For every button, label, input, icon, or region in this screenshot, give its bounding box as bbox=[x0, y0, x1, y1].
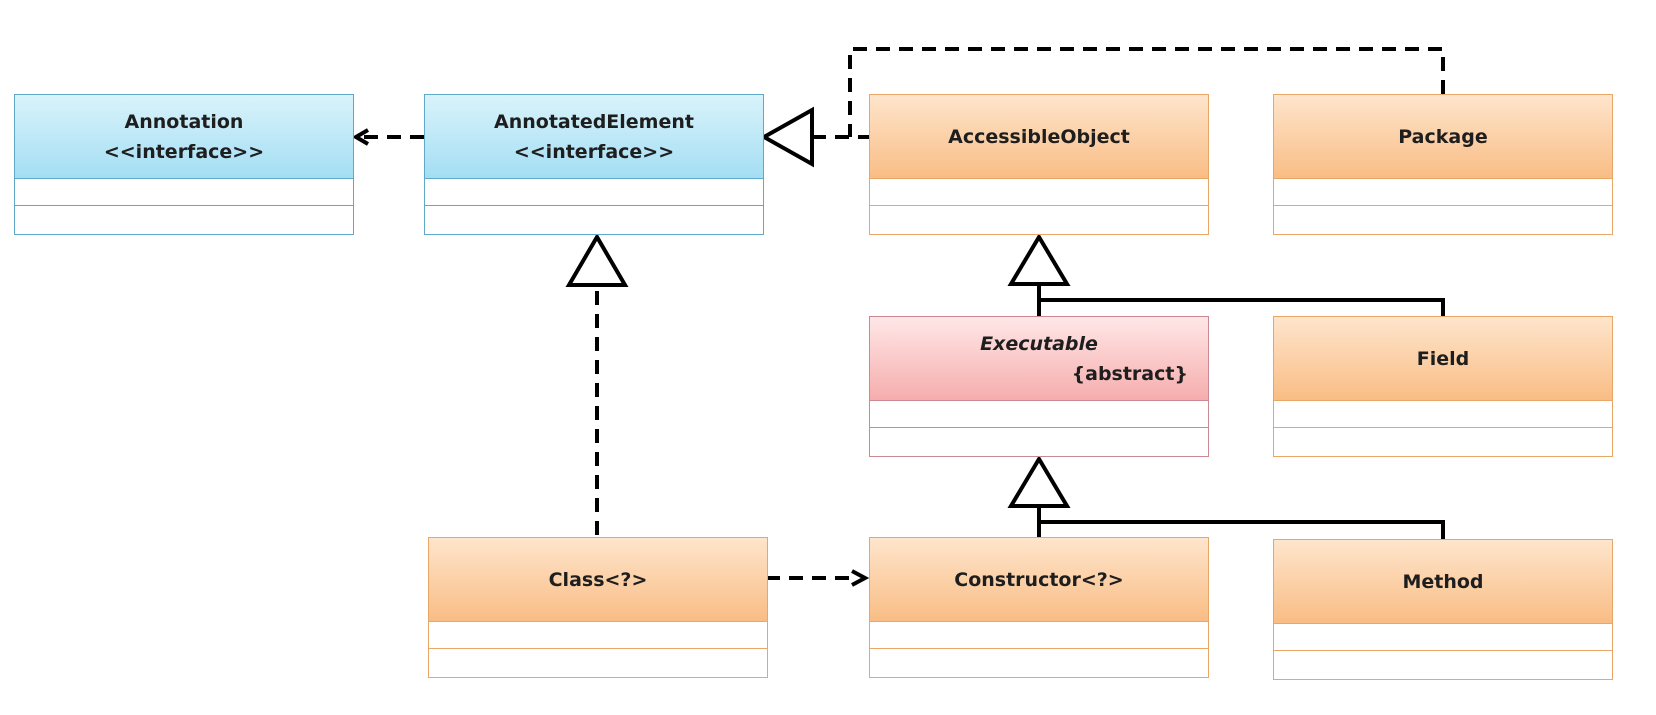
generalization-method-executable bbox=[1039, 520, 1445, 539]
class-accessibleobject-name: AccessibleObject bbox=[948, 125, 1130, 148]
class-executable-name: Executable bbox=[980, 332, 1098, 355]
class-annotatedelement: AnnotatedElement <<interface>> bbox=[424, 94, 764, 235]
class-method-header: Method bbox=[1274, 540, 1612, 624]
class-constructor-operations bbox=[870, 649, 1208, 676]
class-field-attributes bbox=[1274, 401, 1612, 428]
class-executable-attributes bbox=[870, 401, 1208, 428]
class-annotation-header: Annotation <<interface>> bbox=[15, 95, 353, 179]
class-class-header: Class<?> bbox=[429, 538, 767, 622]
class-executable: Executable {abstract} bbox=[869, 316, 1209, 457]
generalization-field-accessibleobject bbox=[1039, 298, 1445, 316]
class-annotation-attributes bbox=[15, 179, 353, 206]
class-annotatedelement-header: AnnotatedElement <<interface>> bbox=[425, 95, 763, 179]
class-annotation-name: Annotation bbox=[124, 110, 244, 133]
class-annotation: Annotation <<interface>> bbox=[14, 94, 354, 235]
class-field-operations bbox=[1274, 428, 1612, 455]
class-executable-header: Executable {abstract} bbox=[870, 317, 1208, 401]
class-class-name: Class<?> bbox=[548, 568, 648, 591]
class-annotatedelement-stereotype: <<interface>> bbox=[513, 140, 675, 163]
class-class-attributes bbox=[429, 622, 767, 649]
class-executable-operations bbox=[870, 428, 1208, 455]
generalization-triangle-executable bbox=[1007, 455, 1071, 508]
realization-triangle-class bbox=[565, 233, 629, 287]
class-package-name: Package bbox=[1398, 125, 1488, 148]
class-method: Method bbox=[1273, 539, 1613, 680]
dependency-arrowhead-annotation bbox=[352, 128, 370, 146]
class-accessibleobject-attributes bbox=[870, 179, 1208, 206]
class-field: Field bbox=[1273, 316, 1613, 457]
class-annotation-operations bbox=[15, 206, 353, 233]
generalization-triangle-accessibleobject bbox=[1007, 233, 1071, 286]
class-annotatedelement-attributes bbox=[425, 179, 763, 206]
class-field-header: Field bbox=[1274, 317, 1612, 401]
class-annotation-stereotype: <<interface>> bbox=[103, 140, 265, 163]
class-accessibleobject-operations bbox=[870, 206, 1208, 233]
class-package: Package bbox=[1273, 94, 1613, 235]
class-executable-modifier: {abstract} bbox=[1071, 362, 1188, 385]
class-method-operations bbox=[1274, 651, 1612, 678]
class-constructor-header: Constructor<?> bbox=[870, 538, 1208, 622]
class-class-operations bbox=[429, 649, 767, 676]
class-package-header: Package bbox=[1274, 95, 1612, 179]
class-accessibleobject-header: AccessibleObject bbox=[870, 95, 1208, 179]
class-package-attributes bbox=[1274, 179, 1612, 206]
class-field-name: Field bbox=[1416, 347, 1470, 370]
class-annotatedelement-name: AnnotatedElement bbox=[494, 110, 694, 133]
class-constructor-name: Constructor<?> bbox=[954, 568, 1124, 591]
class-method-name: Method bbox=[1402, 570, 1484, 593]
class-constructor: Constructor<?> bbox=[869, 537, 1209, 678]
class-class: Class<?> bbox=[428, 537, 768, 678]
class-package-operations bbox=[1274, 206, 1612, 233]
class-accessibleobject: AccessibleObject bbox=[869, 94, 1209, 235]
class-annotatedelement-operations bbox=[425, 206, 763, 233]
realization-triangle-annotatedelement bbox=[759, 106, 814, 168]
class-constructor-attributes bbox=[870, 622, 1208, 649]
dependency-arrowhead-constructor bbox=[851, 569, 870, 587]
class-method-attributes bbox=[1274, 624, 1612, 651]
